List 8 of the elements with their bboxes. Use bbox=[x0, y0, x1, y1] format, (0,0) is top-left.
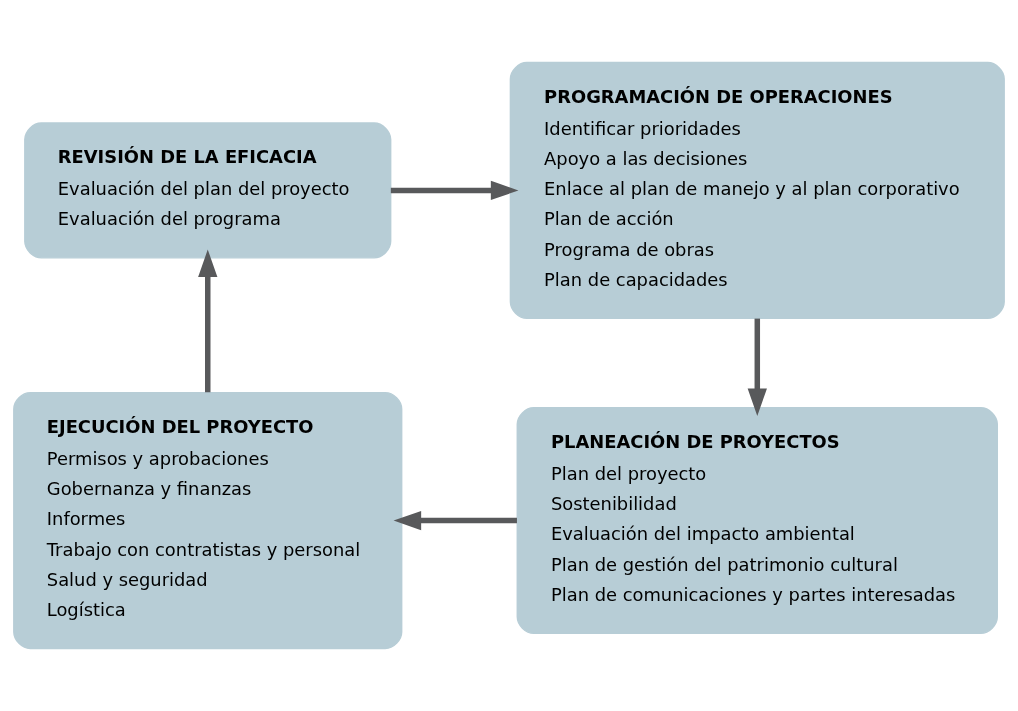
arrow bbox=[747, 318, 767, 417]
arrow bbox=[393, 510, 517, 531]
node-box: PLANEACIÓN DE PROYECTOS Plan del proyecto Sostenibilidad Evaluación del impacto ambiental Plan de gestión del patrimonio cultural Plan de comunicaciones y partes interesadas bbox=[516, 407, 999, 635]
node-box: EJECUCIÓN DEL PROYECTO Permisos y aprobaciones Gobernanza y finanzas Informes Trabajo con contratistas y personal Salud y seguridad Logística bbox=[13, 391, 403, 650]
node-box: PROGRAMACIÓN DE OPERACIONES Identificar prioridades Apoyo a las decisiones Enlace al plan de manejo y al plan corporativo Plan de acción Programa de obras Plan de capacidades bbox=[509, 61, 1005, 320]
arrow bbox=[198, 249, 218, 393]
arrow bbox=[390, 180, 519, 201]
node-box: REVISIÓN DE LA EFICACIA Evaluación del plan del proyecto Evaluación del programa bbox=[24, 122, 392, 259]
